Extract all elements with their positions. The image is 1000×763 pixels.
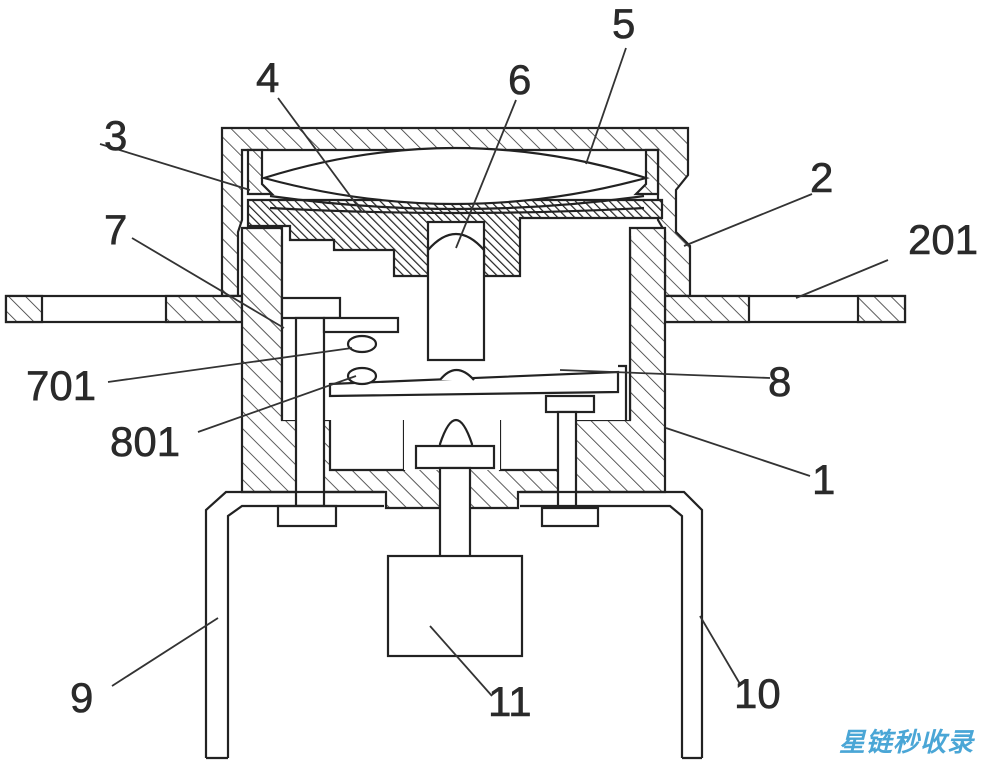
bimetal-disc <box>260 146 650 215</box>
label-9: 9 <box>70 674 93 721</box>
label-1: 1 <box>812 456 835 503</box>
component-box <box>386 554 524 658</box>
leader-lines <box>99 47 889 697</box>
disc-seat <box>246 148 664 362</box>
label-801: 801 <box>110 418 180 465</box>
watermark-logo: 星链秒收录 <box>838 728 974 758</box>
terminal-post-right <box>540 394 600 528</box>
label-7: 7 <box>104 206 127 253</box>
mounting-flange-right <box>663 294 907 324</box>
label-4: 4 <box>256 54 279 101</box>
lead-pin-left <box>204 490 384 760</box>
lead-pin-right <box>520 490 704 760</box>
label-10: 10 <box>734 670 781 717</box>
label-201: 201 <box>908 216 978 263</box>
label-2: 2 <box>810 154 833 201</box>
label-8: 8 <box>768 358 791 405</box>
label-6: 6 <box>508 56 531 103</box>
label-3: 3 <box>104 112 127 159</box>
label-701: 701 <box>26 362 96 409</box>
actuator-pin <box>414 419 496 560</box>
label-5: 5 <box>612 0 635 47</box>
mounting-flange-left <box>4 294 244 324</box>
contact-spring <box>328 364 628 420</box>
label-11: 11 <box>488 678 532 725</box>
